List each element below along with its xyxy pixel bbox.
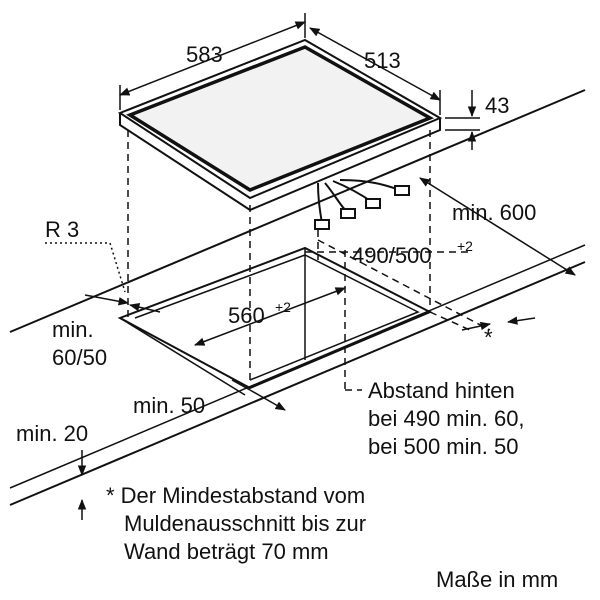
connector-1 [314, 219, 330, 230]
min-front-label-1: min. [52, 317, 94, 342]
svg-text:Wand beträgt 70 mm: Wand beträgt 70 mm [124, 539, 329, 564]
cutout-depth-label: 490/500 [352, 243, 432, 268]
min20-label: min. 20 [16, 421, 88, 446]
connector-2 [340, 208, 356, 219]
cutout-inner [134, 254, 420, 381]
worktop-back-edge [9, 89, 586, 333]
connector-3 [365, 198, 381, 209]
cutout-outline [117, 246, 433, 390]
dim-thickness-label: 43 [485, 93, 509, 118]
back-distance-note: Abstand hinten bei 490 min. 60, bei 500 … [368, 378, 525, 459]
worktop-front-edge [9, 261, 586, 506]
svg-text:bei 500 min. 50: bei 500 min. 50 [368, 434, 518, 459]
worktop-top-front [9, 244, 586, 489]
svg-text:bei 490 min. 60,: bei 490 min. 60, [368, 406, 525, 431]
dim-depth-label: 513 [364, 48, 401, 73]
cutout-width-label: 560 [228, 303, 265, 328]
cables [314, 179, 410, 230]
cutout-width-tol: +2 [275, 299, 291, 315]
cutout [117, 246, 433, 390]
min-front-label-2: 60/50 [52, 345, 107, 370]
worktop [9, 89, 586, 506]
min50-label: min. 50 [133, 393, 205, 418]
footnote: * Der Mindestabstand vom Muldenausschnit… [106, 483, 366, 564]
svg-text:Abstand hinten: Abstand hinten [368, 378, 515, 403]
cutout-depth-tol: +2 [457, 238, 473, 254]
min600-label: min. 600 [452, 200, 536, 225]
svg-text:Muldenausschnitt bis zur: Muldenausschnitt bis zur [124, 511, 366, 536]
radius-label: R 3 [45, 217, 79, 242]
asterisk-label: * [484, 325, 493, 350]
dim-width-label: 583 [186, 42, 223, 67]
connector-4 [394, 185, 410, 196]
svg-text:* Der Mindestabstand vom: * Der Mindestabstand vom [106, 483, 365, 508]
dimension-lines [45, 13, 576, 520]
units-label: Maße in mm [436, 567, 558, 592]
